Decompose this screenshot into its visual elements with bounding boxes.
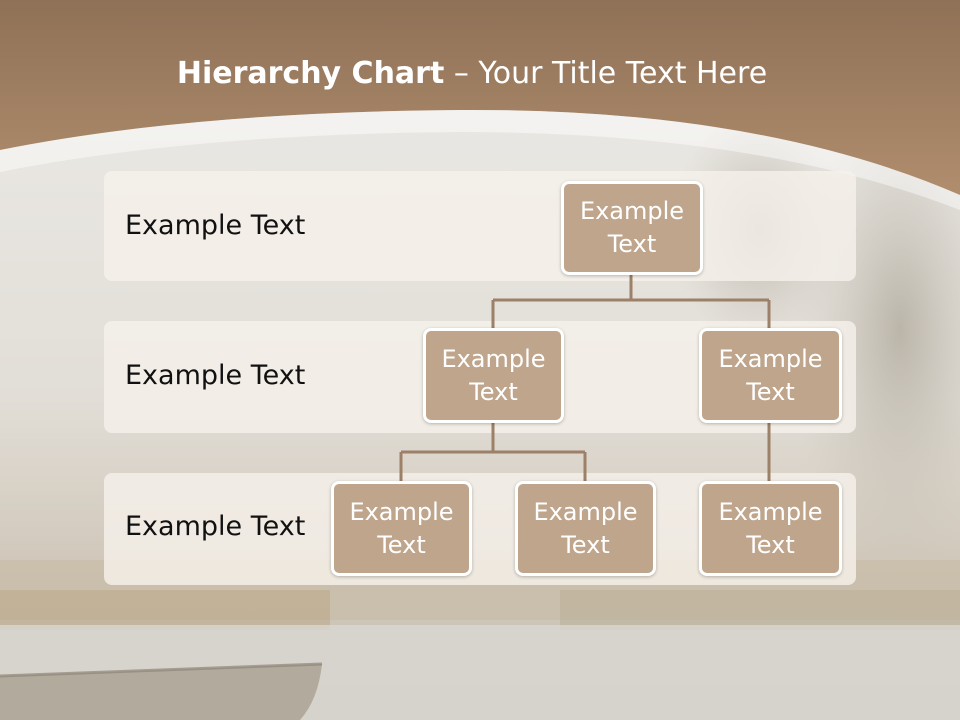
level-label-2: Example Text <box>125 360 306 391</box>
title-rest: – Your Title Text Here <box>444 56 768 91</box>
level-label-1: Example Text <box>125 210 306 241</box>
node-l3-a-line1: Example <box>349 497 454 526</box>
node-l3-c-line1: Example <box>718 497 823 526</box>
connector-l2left-to-l3 <box>399 422 587 482</box>
node-root-line1: Example <box>579 197 685 225</box>
level-band-1 <box>104 171 856 281</box>
connector-root-to-l2 <box>491 274 771 329</box>
node-l3-c-line2: Text <box>746 530 795 559</box>
node-l2-right-line1: Example <box>718 344 823 373</box>
node-l2-left-line2: Text <box>469 377 518 406</box>
slide-title: Hierarchy Chart – Your Title Text Here <box>0 56 944 91</box>
level-label-3: Example Text <box>125 511 306 542</box>
node-root-line2: Text <box>607 230 657 258</box>
node-l3-a-line2: Text <box>377 530 426 559</box>
node-l3-b-line2: Text <box>561 530 610 559</box>
node-l3-b-line1: Example <box>533 497 638 526</box>
node-l2-left-line1: Example <box>441 344 546 373</box>
node-l2-right-line2: Text <box>746 377 795 406</box>
title-bold: Hierarchy Chart <box>176 56 445 91</box>
